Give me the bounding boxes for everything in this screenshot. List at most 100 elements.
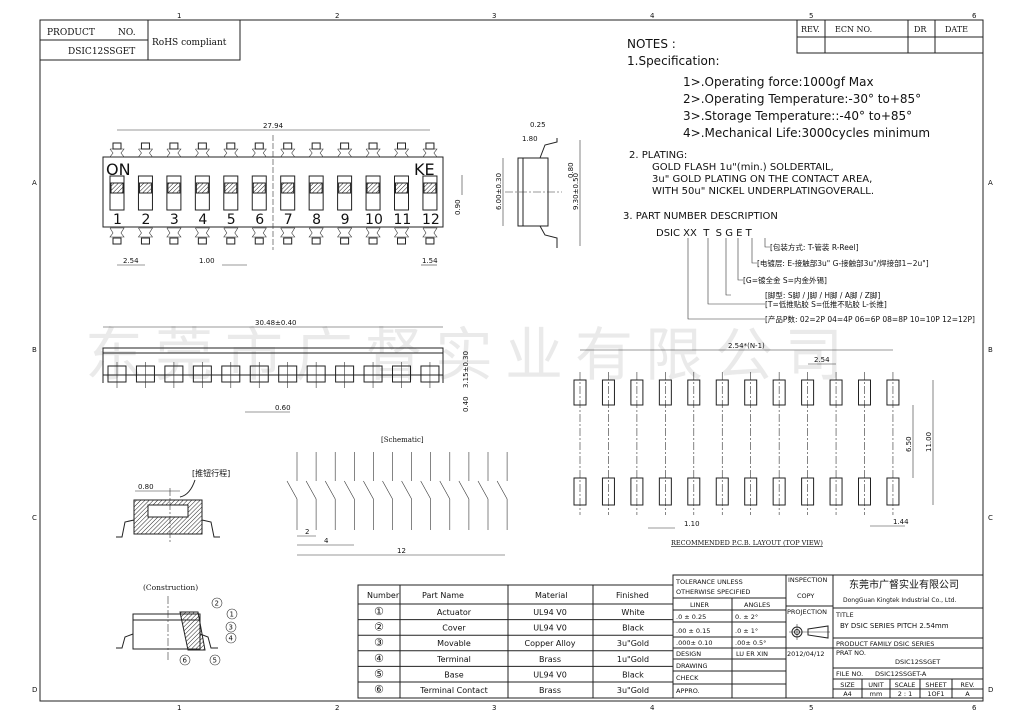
terminal-pad (283, 237, 293, 245)
sheet-header: SHEET (925, 681, 946, 689)
terminal-lead (393, 227, 410, 238)
terminal-lead (337, 148, 353, 158)
company-name-en: DongGuan Kingtek Industrial Co., Ltd. (843, 597, 956, 604)
switch-number: 9 (341, 212, 350, 228)
terminal-pad (169, 142, 179, 150)
bom-finish: Black (622, 670, 644, 679)
ke-label: KE (414, 160, 435, 179)
bom-number: ③ (374, 636, 384, 649)
bom-finish: 3u"Gold (617, 639, 649, 648)
row-marker: A (988, 179, 993, 187)
terminal-pad (112, 237, 122, 245)
spec-item: 4>.Mechanical Life:3000cycles minimum (683, 126, 930, 140)
terminal-pad (112, 142, 122, 150)
row-marker: C (32, 514, 37, 522)
bom-material: Brass (539, 686, 561, 695)
terminal-lead (337, 227, 353, 238)
pcb-pad (687, 379, 701, 406)
switch-actuator (138, 182, 152, 194)
pcb-pad (715, 379, 729, 406)
legend-line: [G=镀全金 S=内金外锡] (743, 275, 827, 285)
third-angle-projection-icon (789, 624, 830, 640)
switch-slot (280, 175, 296, 211)
pcb-pad (601, 379, 615, 406)
product-family: PRODUCT FAMILY DSIC SERIES (836, 640, 934, 648)
terminal-pad (425, 142, 435, 150)
switch-arm (458, 480, 470, 500)
pcb-pad (829, 477, 843, 506)
column-marker: 6 (972, 704, 977, 712)
callout-bubble (225, 632, 237, 644)
legend-line: [产品P数: 02=2P 04=4P 06=6P 08=8P 10=10P 12… (765, 314, 975, 324)
dim-pcb-pitch: 2.54 (814, 356, 830, 364)
notes-title: NOTES : (627, 37, 676, 51)
legend-line: [T=低推贴胶 S=低推不贴胶 L-长推] (765, 299, 887, 309)
plating-title: 2. PLATING: (629, 150, 687, 161)
switch-slot (337, 175, 353, 211)
terminal-lead (280, 148, 296, 158)
switch-actuator (423, 182, 437, 194)
dim-overall: 27.94 (263, 122, 284, 130)
dim-inner: 6.50 (905, 436, 913, 452)
callout-bubble (225, 621, 237, 633)
bom-part-name: Base (444, 670, 464, 679)
company-block: 东莞市广督实业有限公司 DongGuan Kingtek Industrial … (832, 574, 984, 699)
copy-label: COPY (797, 592, 814, 600)
terminal-pad (368, 237, 378, 245)
drawing-title: BY DSIC SERIES PITCH 2.54mm (840, 622, 949, 630)
pcb-pad (630, 379, 644, 406)
column-marker: 1 (177, 12, 181, 20)
tolerance-title: TOLERANCE UNLESS (675, 578, 743, 586)
dim-total: 9.30±0.50 (572, 173, 580, 210)
terminal-lead (280, 227, 296, 238)
spec-item: 2>.Operating Temperature:-30° to+85° (683, 92, 921, 106)
dim-standoff: 0.40 (462, 396, 470, 412)
terminal-pad (254, 142, 264, 150)
date-header: DATE (945, 25, 968, 34)
terminal-lead (393, 148, 410, 158)
legend-line: [电镀层: E-接触部3u" G-接触部3u"/焊接部1~2u"] (757, 258, 929, 268)
bom-number: ④ (374, 652, 384, 665)
tol-liner: .0 ± 0.25 (676, 613, 706, 621)
callout-bubble (179, 654, 191, 666)
terminal-lead (422, 227, 438, 238)
legend-line: [脚型: S脚 / J脚 / H脚 / A脚 / Z脚] (765, 290, 880, 300)
callout-bubble (211, 597, 223, 609)
spec-item: 3>.Storage Temperature::-40° to+85° (683, 109, 912, 123)
bom-number: ② (374, 621, 384, 634)
bom-material: UL94 V0 (533, 670, 567, 679)
liner-header: LINER (690, 601, 710, 609)
projection-label: PROJECTION (787, 608, 827, 616)
terminal-pad (140, 142, 150, 150)
bom-part-name: Terminal Contact (419, 686, 487, 695)
terminal-lead (308, 227, 324, 238)
dim-b: 4 (324, 537, 329, 545)
pcb-pad (829, 379, 843, 406)
pcb-pad (715, 477, 729, 506)
switch-actuator (110, 182, 124, 194)
title-label: TITLE (835, 611, 854, 619)
row-marker: B (32, 346, 37, 354)
spec-item: 1>.Operating force:1000gf Max (683, 75, 874, 89)
terminal-pad (169, 237, 179, 245)
switch-actuator (309, 182, 323, 194)
switch-arm (305, 480, 317, 500)
dim-stroke: 0.80 (138, 483, 154, 491)
switch-actuator (338, 182, 352, 194)
side-view: 0.25 1.80 6.00±0.30 0.80 9.30±0.50 (495, 121, 581, 248)
inspection-block: INSPECTION COPY PROJECTION 2012/04/12 (785, 574, 834, 699)
switch-number: 12 (422, 212, 440, 228)
dim-act-height: 0.80 (567, 162, 575, 178)
on-label: ON (106, 160, 131, 179)
dim-pitch: 2.54 (123, 257, 139, 265)
notes: NOTES : 1.Specification: 1>.Operating fo… (623, 37, 975, 324)
product-label: PRODUCT (47, 28, 95, 38)
bom-header: Finished (616, 591, 649, 600)
stroke-label: [推钮行程] (192, 468, 230, 478)
pcb-pad (886, 379, 900, 406)
terminal-pad (397, 142, 406, 150)
